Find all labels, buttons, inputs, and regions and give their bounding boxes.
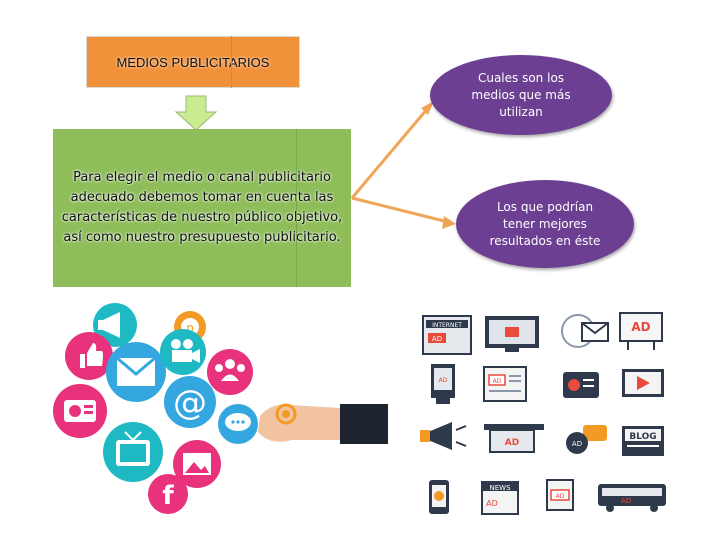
bubble-best-results: Los que podrían tener mejores resultados… (456, 180, 634, 268)
internet-ad-icon: INTERNET AD (422, 315, 472, 355)
bubble-most-used-text: Cuales son los medios que más utilizan (471, 70, 571, 119)
svg-text:f: f (162, 481, 174, 511)
at-sign-icon: @ (164, 376, 216, 428)
bus-ad-label: AD (621, 497, 631, 505)
blog-label: BLOG (629, 432, 656, 442)
envelope-icon (106, 342, 166, 402)
monitor-ad-icon (485, 316, 539, 352)
billboard-ad-label: AD (631, 320, 650, 334)
main-text: Para elegir el medio o canal publicitari… (61, 170, 343, 245)
svg-text:p: p (186, 321, 194, 335)
ad-chat-bubbles-icon: AD (566, 425, 607, 454)
news-ad-label: AD (486, 499, 498, 508)
thumbs-up-icon (65, 332, 113, 380)
tv-icon (103, 422, 163, 482)
mobile-ad-icon (429, 480, 449, 514)
radio-icon (53, 384, 107, 438)
print-ad-icon: AD (546, 479, 574, 511)
svg-text:@: @ (173, 383, 207, 423)
people-icon (207, 349, 253, 395)
chat-ad-label: AD (572, 440, 582, 448)
bubble-best-results-text: Los que podrían tener mejores resultados… (489, 199, 601, 248)
kiosk-ad-icon: AD (431, 364, 455, 404)
billboard-ad-icon: AD (619, 312, 663, 350)
loudspeaker-icon (420, 422, 467, 450)
bus-stop-ad-icon: AD (484, 424, 544, 453)
internet-ad-label: AD (432, 335, 442, 343)
bus-ad-icon: AD (598, 484, 666, 512)
megaphone-icon (93, 303, 137, 347)
chat-icon (218, 404, 258, 444)
title-divider (231, 36, 232, 88)
camera-icon (160, 329, 206, 375)
video-ad-icon (622, 369, 664, 397)
main-text-box: Para elegir el medio o canal publicitari… (53, 129, 351, 287)
news-label: NEWS (489, 484, 511, 492)
print-ad-label: AD (556, 493, 565, 500)
hand-pointing-icon (258, 403, 388, 444)
kiosk-ad-label: AD (439, 377, 448, 384)
advertising-icon-grid: INTERNET AD AD AD AD AD AD BLOG NEWS AD AD… (420, 312, 666, 515)
blog-icon: BLOG (622, 426, 664, 456)
newspaper-ad-label: AD (493, 378, 502, 385)
down-arrow-icon (174, 95, 218, 131)
connector-arrows (350, 101, 456, 229)
media-icon-cluster: p @ f (53, 303, 388, 514)
news-ad-icon: NEWS AD (481, 481, 519, 515)
bubble-most-used: Cuales son los medios que más utilizan (430, 55, 612, 135)
facebook-icon: f (148, 474, 188, 514)
newspaper-ad-icon: AD (483, 366, 527, 402)
image-icon (173, 440, 221, 488)
internet-label: INTERNET (432, 322, 462, 329)
bus-stop-ad-label: AD (505, 438, 519, 448)
radio-device-icon (563, 372, 599, 398)
globe-email-icon (561, 314, 609, 348)
main-divider (296, 129, 297, 287)
